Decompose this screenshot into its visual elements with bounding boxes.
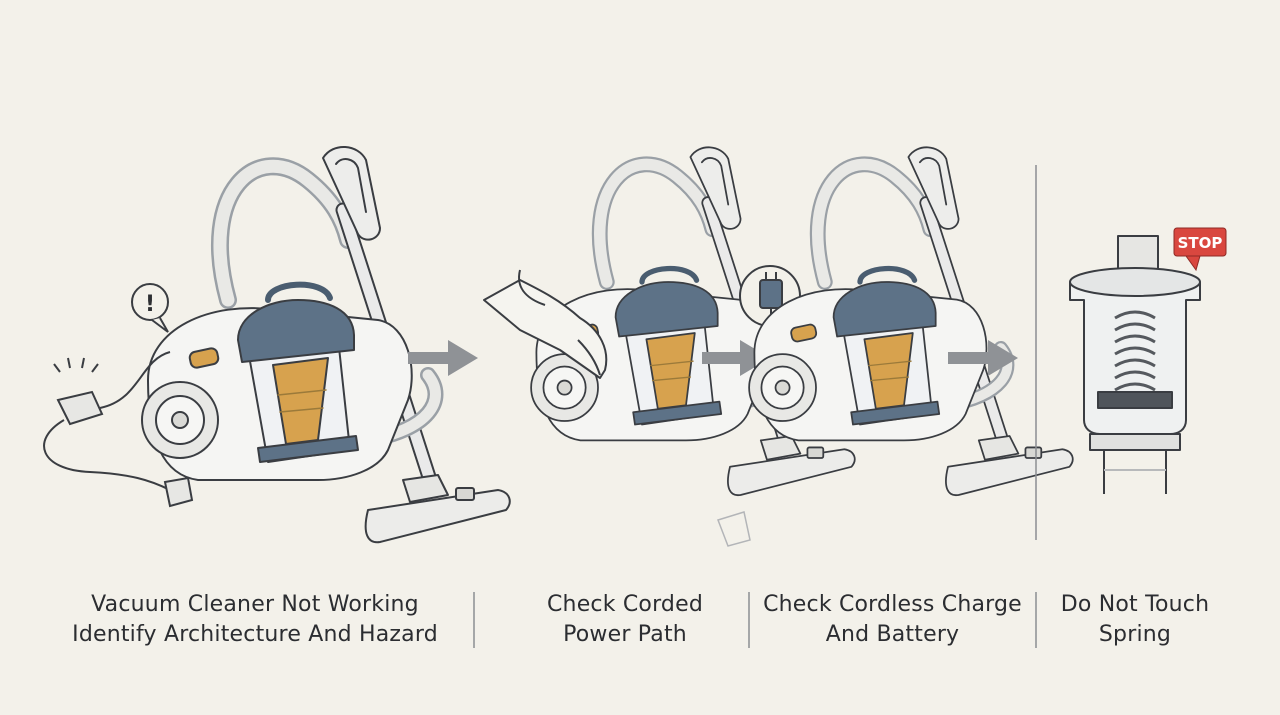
stop-label: STOP	[1178, 234, 1223, 252]
vacuum-illustration-3	[749, 147, 1073, 495]
step-3-line-2: And Battery	[825, 622, 960, 647]
spring-assembly	[1069, 235, 1201, 494]
step-4-line-2: Spring	[1098, 622, 1172, 647]
step-2-line-2: Power Path	[563, 622, 687, 647]
step-4-line-1: Do Not Touch	[1060, 592, 1210, 617]
arrow-2	[702, 340, 770, 376]
step-4-caption: Do Not Touch Spring	[1045, 590, 1225, 650]
step-1-line-2: Identify Architecture And Hazard	[72, 622, 438, 647]
hazard-exclamation: !	[145, 292, 155, 317]
power-adapter-icon	[43, 351, 194, 508]
arrow-3	[948, 340, 1018, 376]
step-3-line-1: Check Cordless Charge	[763, 592, 1022, 617]
spring-icon	[1114, 310, 1156, 392]
arrow-1	[408, 340, 478, 376]
step-1-caption: Vacuum Cleaner Not Working Identify Arch…	[60, 590, 450, 650]
hand-illustration	[483, 269, 608, 379]
step-2-caption: Check Corded Power Path	[500, 590, 750, 650]
stop-sign: STOP	[1173, 227, 1227, 272]
hazard-bubble: !	[131, 283, 169, 333]
step-2-line-1: Check Corded	[546, 592, 703, 617]
dropped-part	[717, 511, 751, 547]
step-1-line-1: Vacuum Cleaner Not Working	[91, 592, 419, 617]
step-3-caption: Check Cordless Charge And Battery	[760, 590, 1025, 650]
